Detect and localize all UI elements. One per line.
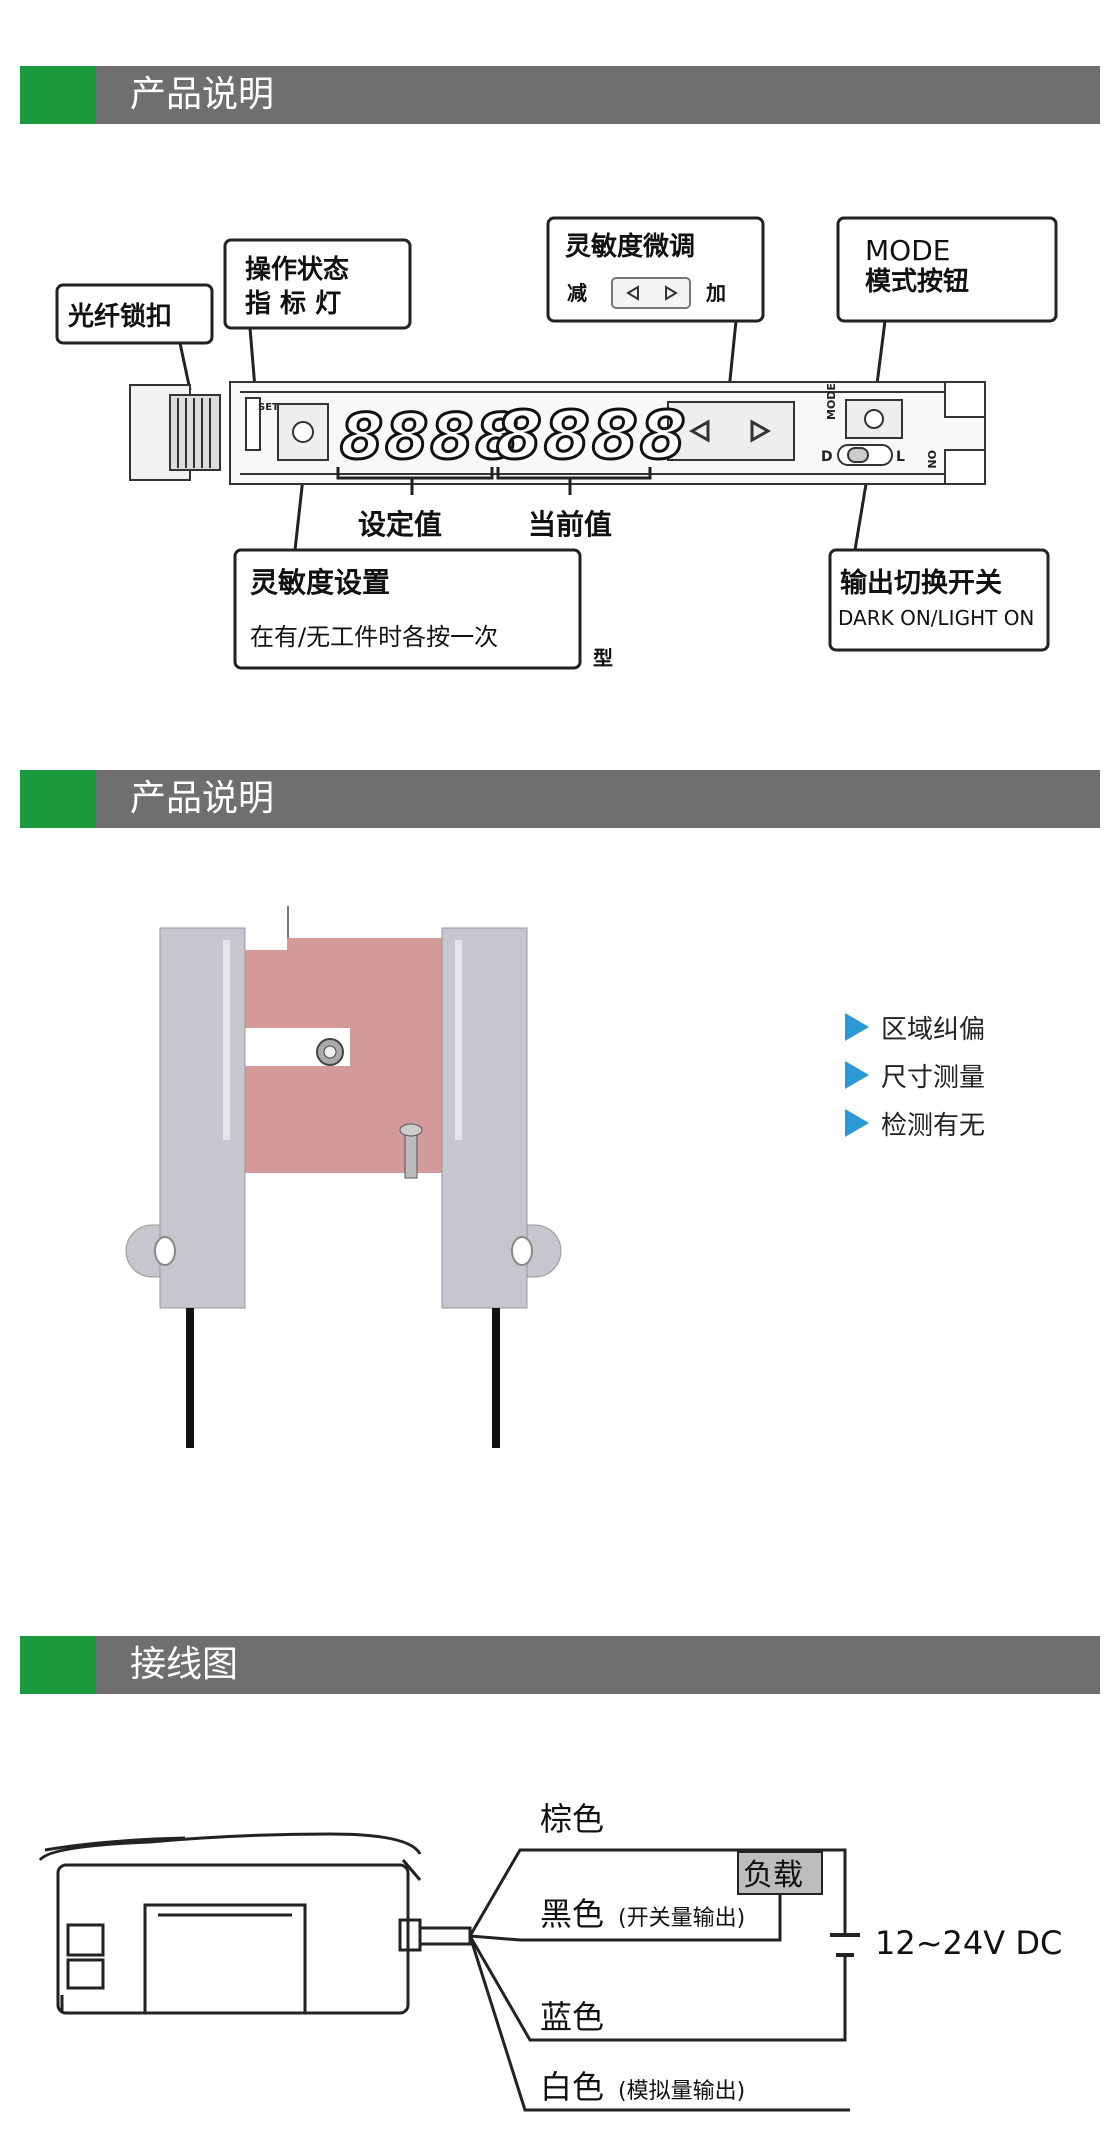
callout-output-switch <box>828 548 1050 652</box>
callout-sensitivity <box>233 548 582 670</box>
white-note: (模拟量输出) <box>618 2079 745 2104</box>
section-header-wiring: 接线图 <box>20 1636 1100 1694</box>
sensitivity-title: 灵敏度设置 <box>250 566 390 599</box>
amplifier-panel-diagram: 8888 8888 SET MODE D L ON 光纤锁扣 操作状态 指 标 … <box>55 216 1058 670</box>
wire-black <box>469 1875 782 1942</box>
header-accent <box>20 66 96 124</box>
callout-mode-button <box>836 216 1058 323</box>
feature-item: 检测有无 <box>845 1106 986 1141</box>
voltage-label: 12~24V DC <box>875 1924 1062 1962</box>
output-desc: DARK ON/LIGHT ON <box>838 606 1034 630</box>
feature-item: 区域纠偏 <box>845 1010 986 1045</box>
amplifier-outline <box>38 1832 472 2015</box>
fiber-lock-text: 光纤锁扣 <box>67 301 172 332</box>
sensitivity-desc: 在有/无工件时各按一次 <box>250 623 498 651</box>
model-suffix: 型 <box>593 646 613 670</box>
callout-fiber-lock <box>55 283 214 345</box>
mode-title: MODE <box>865 234 950 267</box>
mode-subtitle: 模式按钮 <box>865 266 969 297</box>
bullet-arrow-icon <box>845 1109 869 1137</box>
header-accent <box>20 1636 96 1694</box>
wiring-diagram: 负载 棕色 黑色 (开关量输出) 12~24V DC 蓝色 白色 (模拟量输出) <box>38 1800 1062 2112</box>
wire-blue <box>468 1935 847 2042</box>
display-setpoint: 8888 <box>340 400 521 473</box>
section-title: 接线图 <box>130 1644 239 1685</box>
set-label: SET <box>258 402 279 413</box>
output-title: 输出切换开关 <box>840 567 1002 599</box>
black-note: (开关量输出) <box>618 1906 745 1931</box>
cable-left <box>186 1308 194 1448</box>
fine-tune-minus: 减 <box>567 281 587 305</box>
wire-brown <box>468 1848 847 1937</box>
amplifier-body <box>129 381 986 485</box>
current-label: 当前值 <box>528 508 612 541</box>
status-text-1: 操作状态 <box>245 254 349 285</box>
mode-label: MODE <box>825 383 838 420</box>
bullet-arrow-icon <box>845 1061 869 1089</box>
wire-white <box>468 1935 850 2112</box>
blue-label: 蓝色 <box>540 1998 604 2036</box>
status-text-2: 指 标 灯 <box>245 289 341 319</box>
slot-sensor-image <box>125 906 562 1448</box>
l-label: L <box>896 449 905 465</box>
callout-status-indicator <box>223 238 412 330</box>
feature-label: 区域纠偏 <box>881 1014 986 1045</box>
on-label: ON <box>925 450 938 469</box>
load-label: 负载 <box>743 1858 803 1893</box>
setpoint-label: 设定值 <box>358 508 442 541</box>
section-title: 产品说明 <box>130 778 275 819</box>
display-current: 8888 <box>496 397 688 474</box>
feature-item: 尺寸测量 <box>845 1058 986 1093</box>
cable-right <box>492 1308 500 1448</box>
brown-label: 棕色 <box>540 1800 604 1838</box>
section-header-product-2: 产品说明 <box>20 770 1100 828</box>
bullet-arrow-icon <box>845 1013 869 1041</box>
callout-fine-tune <box>546 216 765 323</box>
load-box <box>737 1851 823 1895</box>
feature-label: 尺寸测量 <box>881 1062 986 1093</box>
white-label: 白色 <box>540 2068 604 2106</box>
fine-tune-mini <box>611 277 691 309</box>
fine-tune-plus: 加 <box>705 281 726 305</box>
d-label: D <box>821 449 833 465</box>
black-label: 黑色 <box>540 1895 604 1933</box>
section-header-product-1: 产品说明 <box>20 66 1100 124</box>
section-title: 产品说明 <box>130 74 275 115</box>
header-accent <box>20 770 96 828</box>
fine-tune-title: 灵敏度微调 <box>565 231 695 262</box>
feature-label: 检测有无 <box>881 1110 986 1141</box>
